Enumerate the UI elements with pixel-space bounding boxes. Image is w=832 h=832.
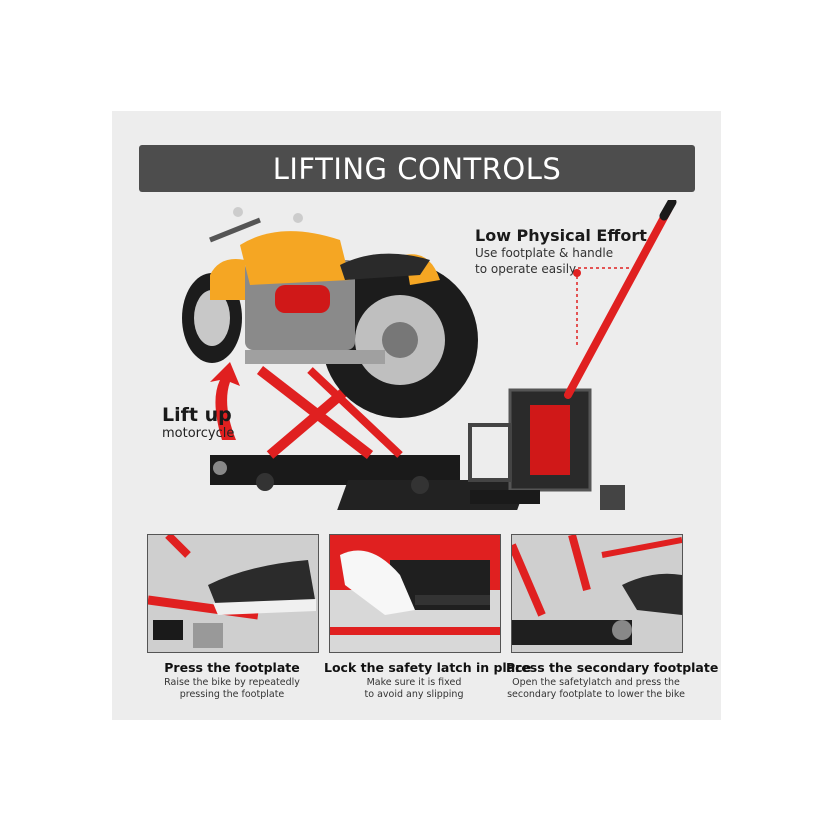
shoe-icon: [622, 573, 682, 615]
step-photo-secondary-footplate: [511, 534, 683, 653]
step-1-title: Press the footplate: [164, 660, 300, 675]
step-2-line-1: Make sure it is fixed: [366, 677, 462, 688]
page-title: LIFTING CONTROLS: [272, 151, 562, 186]
step-3-line-1: Open the safetylatch and press the: [512, 677, 680, 688]
step-1-line-1: Raise the bike by repeatedly: [164, 677, 300, 688]
shoe-icon: [208, 560, 316, 610]
step-3-title: Press the secondary footplate: [506, 660, 719, 675]
effort-description: Use footplate & handle to operate easily: [475, 245, 635, 277]
title-banner: LIFTING CONTROLS: [139, 145, 695, 192]
effort-line-1: Use footplate & handle: [475, 246, 614, 260]
lift-heading: Lift up: [162, 404, 232, 426]
step-photo-footplate: [147, 534, 319, 653]
step-2-title: Lock the safety latch in place: [324, 660, 532, 675]
step-3-description: Open the safetylatch and press the secon…: [506, 677, 686, 701]
lift-subheading: motorcycle: [162, 426, 235, 441]
step-1-description: Raise the bike by repeatedly pressing th…: [142, 677, 322, 701]
fuel-tank: [240, 231, 350, 285]
gloved-hand-icon: [340, 550, 415, 615]
jack-handle: [564, 206, 672, 399]
step-photo-latch: [329, 534, 501, 653]
up-arrow-icon: [210, 362, 240, 440]
effort-heading: Low Physical Effort: [475, 226, 647, 245]
motorcycle-lift-illustration: [182, 200, 677, 510]
step-3-line-2: secondary footplate to lower the bike: [507, 689, 685, 700]
step-1-line-2: pressing the footplate: [179, 689, 285, 700]
step-2-line-2: to avoid any slipping: [364, 689, 464, 700]
effort-line-2: to operate easily: [475, 262, 577, 276]
step-2-description: Make sure it is fixed to avoid any slipp…: [324, 677, 504, 701]
